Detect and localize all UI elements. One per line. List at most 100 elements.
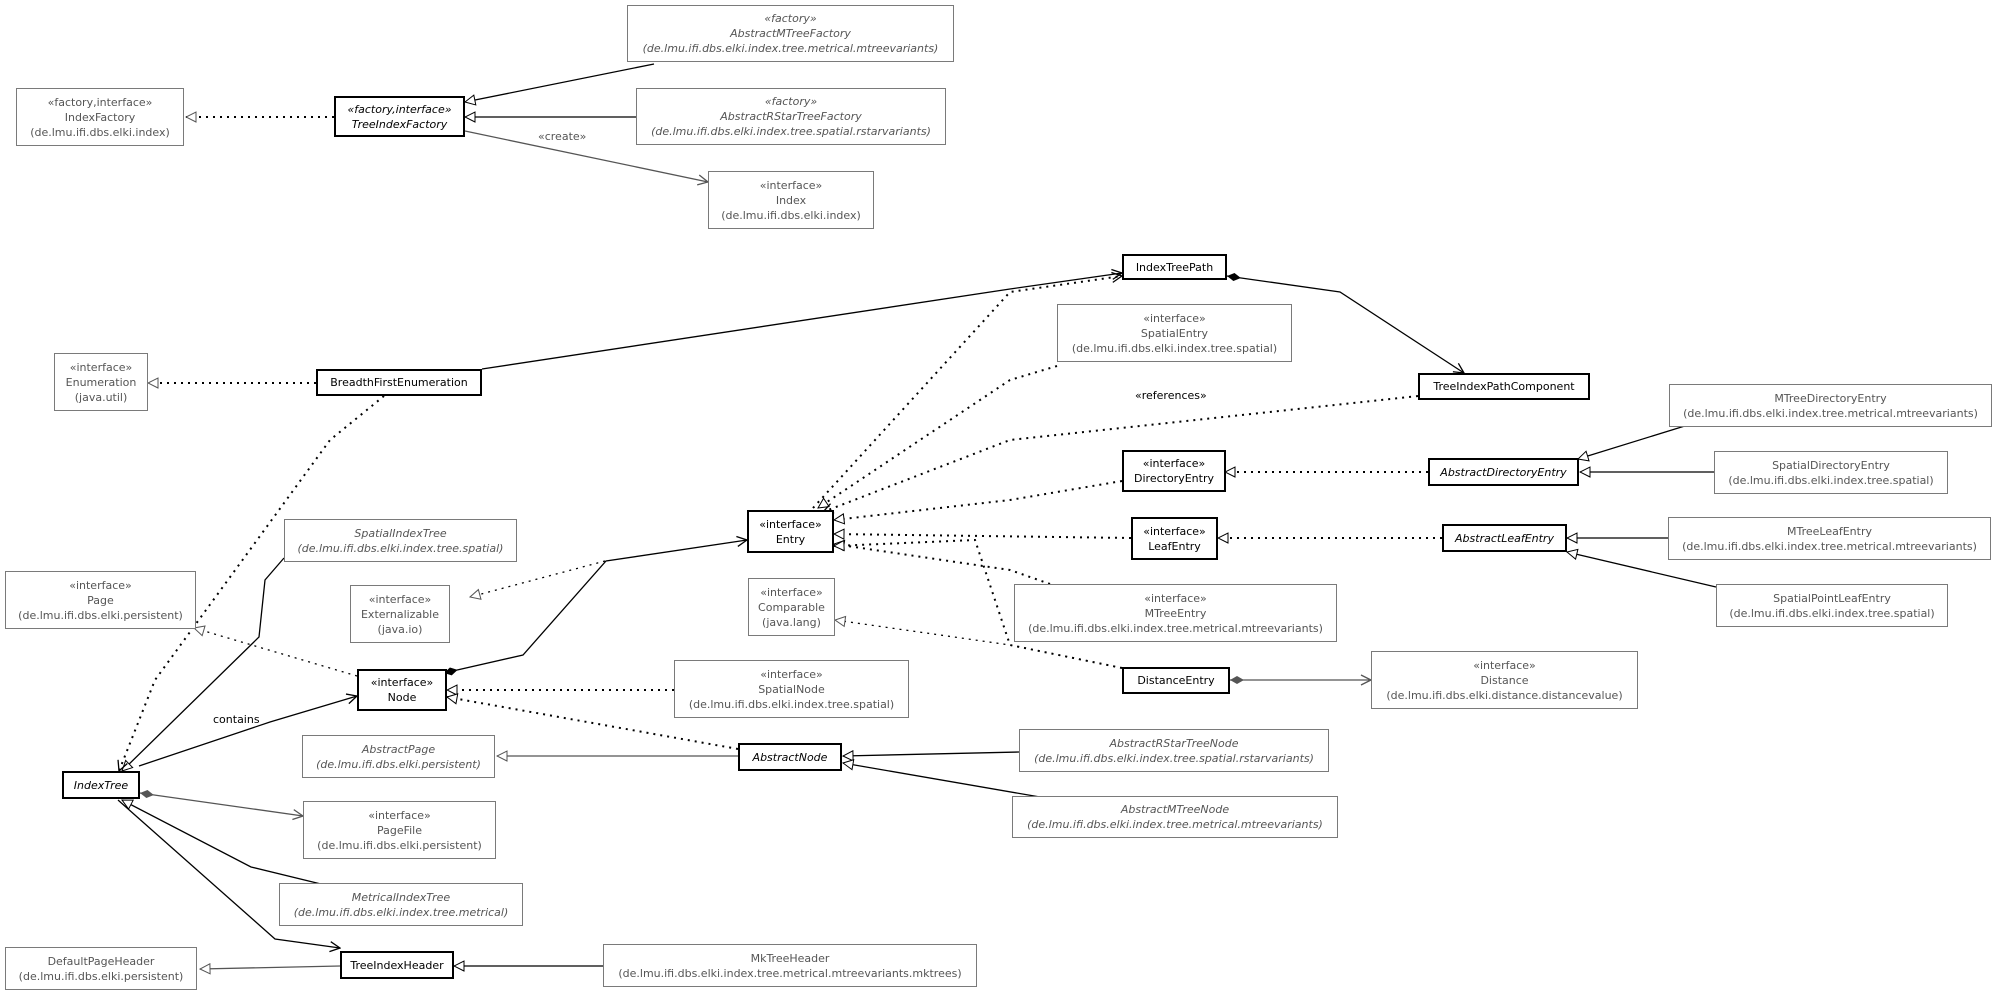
edge-label-create: «create»: [538, 130, 587, 143]
class-page[interactable]: «interface» Page (de.lmu.ifi.dbs.elki.pe…: [5, 571, 196, 629]
edge-component-entry: [823, 395, 1419, 512]
class-index-tree-path[interactable]: IndexTreePath: [1122, 254, 1227, 280]
edge-indextree-treeindexheader: [117, 799, 340, 948]
class-abstract-directory-entry[interactable]: AbstractDirectoryEntry: [1428, 458, 1579, 486]
class-default-page-header[interactable]: DefaultPageHeader (de.lmu.ifi.dbs.elki.p…: [5, 947, 197, 990]
class-name: AbstractRStarTreeNode: [1109, 736, 1239, 750]
class-spatial-entry[interactable]: «interface» SpatialEntry (de.lmu.ifi.dbs…: [1057, 304, 1292, 362]
class-spatial-node[interactable]: «interface» SpatialNode (de.lmu.ifi.dbs.…: [674, 660, 909, 718]
class-abstract-rstar-tree-factory[interactable]: «factory» AbstractRStarTreeFactory (de.l…: [636, 88, 946, 145]
class-name: Enumeration: [65, 375, 137, 389]
class-metrical-index-tree[interactable]: MetricalIndexTree (de.lmu.ifi.dbs.elki.i…: [279, 883, 523, 926]
stereotype: «interface»: [69, 360, 133, 374]
class-name: TreeIndexHeader: [350, 958, 444, 972]
class-name: TreeIndexFactory: [351, 117, 448, 131]
package-name: (java.lang): [762, 615, 821, 629]
edge-abstractnode-node: [447, 697, 739, 750]
package-name: (de.lmu.ifi.dbs.elki.index): [30, 125, 170, 139]
class-name: MetricalIndexTree: [351, 890, 451, 904]
package-name: (de.lmu.ifi.dbs.elki.index.tree.metrical…: [1683, 406, 1978, 420]
stereotype: «interface»: [368, 592, 432, 606]
package-name: (de.lmu.ifi.dbs.elki.index.tree.metrical…: [293, 905, 509, 919]
class-abstract-page[interactable]: AbstractPage (de.lmu.ifi.dbs.elki.persis…: [302, 735, 495, 778]
package-name: (de.lmu.ifi.dbs.elki.persistent): [18, 608, 183, 622]
class-abstract-node[interactable]: AbstractNode: [738, 743, 842, 771]
class-spatial-point-leaf-entry[interactable]: SpatialPointLeafEntry (de.lmu.ifi.dbs.el…: [1716, 584, 1948, 627]
stereotype: «interface»: [69, 578, 132, 592]
class-name: AbstractMTreeNode: [1120, 803, 1230, 816]
edge-spatialentry-entry: [818, 365, 1058, 509]
class-name: IndexFactory: [64, 110, 136, 124]
class-tree-index-path-component[interactable]: TreeIndexPathComponent: [1418, 373, 1590, 400]
edge-label-references: «references»: [1135, 389, 1207, 402]
class-spatial-directory-entry[interactable]: SpatialDirectoryEntry (de.lmu.ifi.dbs.el…: [1714, 451, 1948, 494]
class-breadth-first-enumeration[interactable]: BreadthFirstEnumeration: [316, 369, 482, 396]
edge-comparable-distanceentry: [835, 620, 1123, 669]
class-index-tree[interactable]: IndexTree: [62, 771, 140, 799]
edge-label-contains: contains: [213, 713, 260, 726]
class-abstract-mtree-node[interactable]: AbstractMTreeNode (de.lmu.ifi.dbs.elki.i…: [1012, 796, 1338, 838]
class-name: SpatialPointLeafEntry: [1773, 591, 1891, 605]
class-page-file[interactable]: «interface» PageFile (de.lmu.ifi.dbs.elk…: [303, 801, 496, 859]
package-name: (de.lmu.ifi.dbs.elki.index.tree.metrical…: [1682, 539, 1977, 553]
package-name: (de.lmu.ifi.dbs.elki.index.tree.spatial.…: [651, 125, 931, 138]
edge-spatialindextree-indextree: [122, 557, 285, 771]
stereotype: «interface»: [1473, 658, 1536, 672]
stereotype: «interface»: [760, 667, 823, 681]
class-abstract-rstar-tree-node[interactable]: AbstractRStarTreeNode (de.lmu.ifi.dbs.el…: [1019, 729, 1329, 772]
class-enumeration[interactable]: «interface» Enumeration (java.util): [54, 353, 148, 411]
class-name: Distance: [1480, 673, 1529, 687]
edge-node-entry: [443, 540, 747, 673]
class-spatial-index-tree[interactable]: SpatialIndexTree (de.lmu.ifi.dbs.elki.in…: [284, 519, 517, 562]
class-name: IndexTreePath: [1135, 260, 1214, 274]
package-name: (de.lmu.ifi.dbs.elki.persistent): [316, 757, 481, 771]
class-mtree-leaf-entry[interactable]: MTreeLeafEntry (de.lmu.ifi.dbs.elki.inde…: [1668, 517, 1991, 560]
stereotype: «interface»: [759, 517, 822, 531]
class-mk-tree-header[interactable]: MkTreeHeader (de.lmu.ifi.dbs.elki.index.…: [603, 944, 977, 987]
class-distance[interactable]: «interface» Distance (de.lmu.ifi.dbs.elk…: [1371, 651, 1638, 709]
edge-mtreedirectoryentry-abstractdirectoryentry: [1578, 424, 1689, 459]
class-mtree-directory-entry[interactable]: MTreeDirectoryEntry (de.lmu.ifi.dbs.elki…: [1669, 384, 1992, 427]
edge-node-page: [194, 628, 358, 677]
class-directory-entry[interactable]: «interface» DirectoryEntry: [1122, 450, 1226, 492]
class-index-factory[interactable]: «factory,interface» IndexFactory (de.lmu…: [16, 88, 184, 146]
class-distance-entry[interactable]: DistanceEntry: [1122, 667, 1230, 694]
class-index[interactable]: «interface» Index (de.lmu.ifi.dbs.elki.i…: [708, 171, 874, 229]
class-name: AbstractNode: [752, 750, 828, 764]
class-abstract-mtree-factory[interactable]: «factory» AbstractMTreeFactory (de.lmu.i…: [627, 5, 954, 62]
package-name: (de.lmu.ifi.dbs.elki.index.tree.metrical…: [1028, 621, 1323, 635]
class-tree-index-factory[interactable]: «factory,interface» TreeIndexFactory: [334, 96, 465, 137]
class-comparable[interactable]: «interface» Comparable (java.lang): [748, 578, 835, 636]
package-name: (de.lmu.ifi.dbs.elki.index): [721, 208, 861, 222]
class-node[interactable]: «interface» Node: [357, 669, 447, 711]
class-name: MkTreeHeader: [750, 951, 830, 965]
stereotype: «interface»: [1143, 524, 1206, 538]
class-name: Entry: [775, 532, 806, 546]
package-name: (de.lmu.ifi.dbs.elki.persistent): [317, 838, 482, 852]
class-mtree-entry[interactable]: «interface» MTreeEntry (de.lmu.ifi.dbs.e…: [1014, 584, 1337, 642]
class-name: Index: [775, 193, 807, 207]
class-entry[interactable]: «interface» Entry: [747, 510, 834, 553]
stereotype: «factory»: [764, 95, 818, 108]
class-name: IndexTree: [73, 778, 129, 792]
class-name: SpatialIndexTree: [354, 526, 447, 540]
package-name: (de.lmu.ifi.dbs.elki.index.tree.metrical…: [642, 42, 939, 55]
stereotype: «interface»: [368, 808, 431, 822]
class-abstract-leaf-entry[interactable]: AbstractLeafEntry: [1442, 524, 1567, 552]
package-name: (de.lmu.ifi.dbs.elki.index.tree.spatial): [688, 697, 895, 711]
package-name: (de.lmu.ifi.dbs.elki.persistent): [18, 969, 184, 983]
package-name: (de.lmu.ifi.dbs.elki.index.tree.metrical…: [618, 966, 962, 980]
class-leaf-entry[interactable]: «interface» LeafEntry: [1131, 517, 1218, 560]
stereotype: «factory,interface»: [47, 95, 153, 109]
class-tree-index-header[interactable]: TreeIndexHeader: [340, 951, 454, 979]
edge-metricalindextree-indextree: [122, 799, 326, 886]
class-name: MTreeLeafEntry: [1787, 524, 1872, 538]
package-name: (de.lmu.ifi.dbs.elki.distance.distanceva…: [1386, 688, 1623, 702]
stereotype: «factory»: [764, 12, 817, 25]
edge-mtreenode-abstractnode: [843, 763, 1041, 798]
edge-mtreeentry-entry: [834, 544, 1051, 585]
package-name: (de.lmu.ifi.dbs.elki.index.tree.spatial): [297, 541, 504, 555]
class-externalizable[interactable]: «interface» Externalizable (java.io): [350, 585, 450, 643]
edge-bfe-indextreepath: [481, 273, 1122, 370]
class-name: AbstractLeafEntry: [1455, 531, 1554, 545]
